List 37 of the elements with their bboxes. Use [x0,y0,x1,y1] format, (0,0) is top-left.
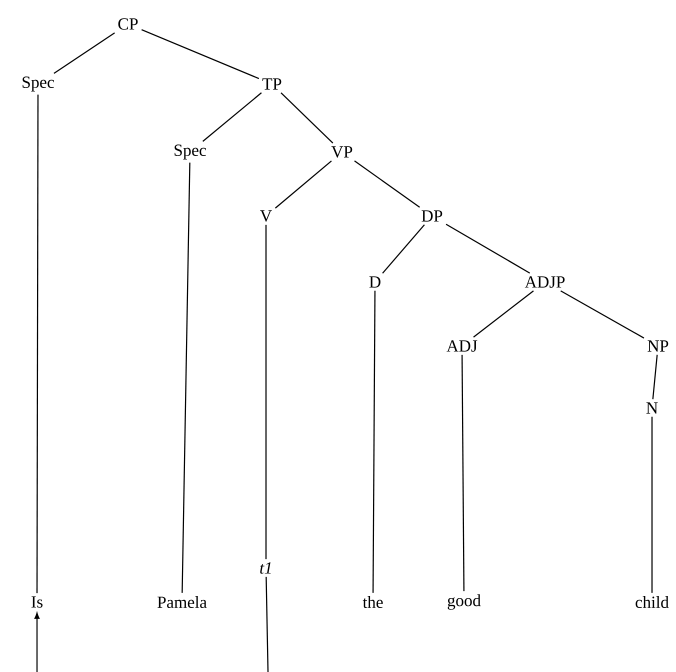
branch-line [36,94,39,594]
branch-line [280,92,334,144]
branch-line [265,224,267,560]
tree-label: Pamela [157,596,207,608]
tree-label: Spec [174,144,206,160]
branch-line [141,29,260,80]
tree-label: V [260,210,272,222]
branch-line [54,32,115,74]
tree-label: Spec [22,76,54,92]
tree-label: the [362,596,383,608]
tree-label: NP [648,340,668,352]
tree-label: N [646,402,658,414]
tree-label: ADJP [524,276,565,288]
branch-line [202,92,262,142]
branch-line [182,162,190,593]
tree-label: DP [422,210,442,222]
branch-line [652,354,658,400]
branch-line [372,290,376,593]
branch-line [560,290,644,339]
tree-label: CP [118,18,138,30]
tree-label: D [369,276,380,288]
branch-line [461,354,465,592]
branch-line [446,224,530,274]
branch-line [354,160,420,208]
arrow [34,612,40,672]
branch-line [266,576,269,672]
tree-label: Is [31,596,43,608]
branch-line [651,416,653,593]
branch-line [274,160,332,209]
tree-label: t1 [260,562,271,574]
tree-label: TP [262,78,282,90]
tree-label: VP [331,146,352,158]
branch-line [473,290,534,338]
tree-label: child [636,596,669,608]
tree-label: ADJ [446,340,478,352]
tree-label: good [448,594,481,610]
branch-line [382,224,425,274]
